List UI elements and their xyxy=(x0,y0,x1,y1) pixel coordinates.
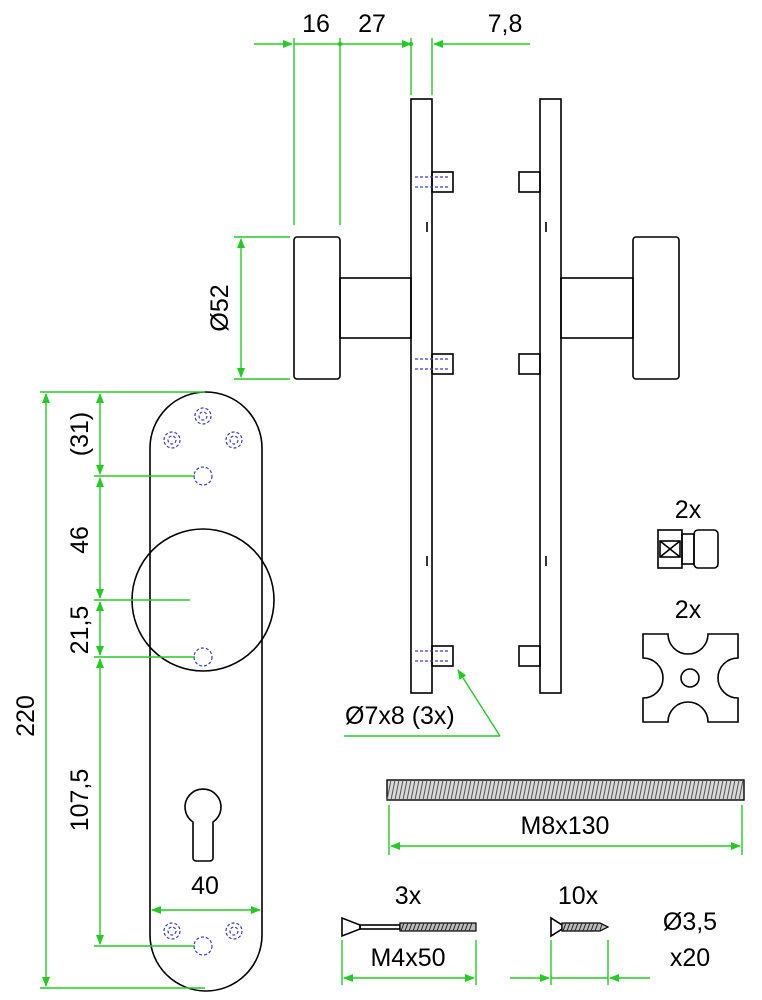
escutcheon-front-view xyxy=(131,391,275,992)
screw-small-len: x20 xyxy=(670,944,710,972)
bolt-spacer-qty: 2x xyxy=(675,496,702,524)
plate-side xyxy=(410,98,433,694)
cylinder-cutout xyxy=(184,788,222,862)
screw-m4-label: M4x50 xyxy=(370,944,445,972)
knob-head xyxy=(293,236,341,380)
hole-callout: Ø7x8 (3x) xyxy=(345,702,455,730)
escutcheon-outline xyxy=(149,391,263,992)
knob-head-2 xyxy=(632,236,680,380)
square-plate: 2x xyxy=(642,596,739,723)
knob-neck-2 xyxy=(560,277,634,339)
dim-16: 16 xyxy=(302,10,330,38)
dim-107-5: 107,5 xyxy=(66,769,94,832)
knob-neck xyxy=(339,277,412,339)
dim-40: 40 xyxy=(191,872,219,900)
plate-side-2 xyxy=(539,98,562,694)
square-plate-qty: 2x xyxy=(675,596,702,624)
dim-27: 27 xyxy=(358,10,386,38)
screw-small-qty: 10x xyxy=(558,882,599,910)
dim-31: (31) xyxy=(66,412,94,456)
threaded-rod: M8x130 xyxy=(386,779,745,855)
dim-21-5: 21,5 xyxy=(66,606,94,655)
screw-m4-qty: 3x xyxy=(395,882,422,910)
stud-holes-hidden xyxy=(415,176,448,662)
screw-small-dia: Ø3,5 xyxy=(663,908,717,936)
screw-small: 10x Ø3,5 x20 xyxy=(510,882,717,985)
dim-220: 220 xyxy=(12,695,40,737)
dim-46: 46 xyxy=(66,526,94,554)
bolt-spacer: 2x xyxy=(657,496,719,569)
dim-7-8: 7,8 xyxy=(488,10,523,38)
screw-holes xyxy=(163,407,243,956)
rod-label: M8x130 xyxy=(521,812,610,840)
side-view-with-knob xyxy=(293,98,454,694)
side-dimensions: 16 27 7,8 Ø52 Ø7x8 (3x) xyxy=(206,10,530,737)
dim-dia-52: Ø52 xyxy=(206,284,234,331)
side-view-mirrored xyxy=(518,98,680,694)
front-dimensions: 220 (31) 46 21,5 107,5 40 xyxy=(12,391,261,989)
screw-m4: 3x M4x50 xyxy=(341,882,477,985)
